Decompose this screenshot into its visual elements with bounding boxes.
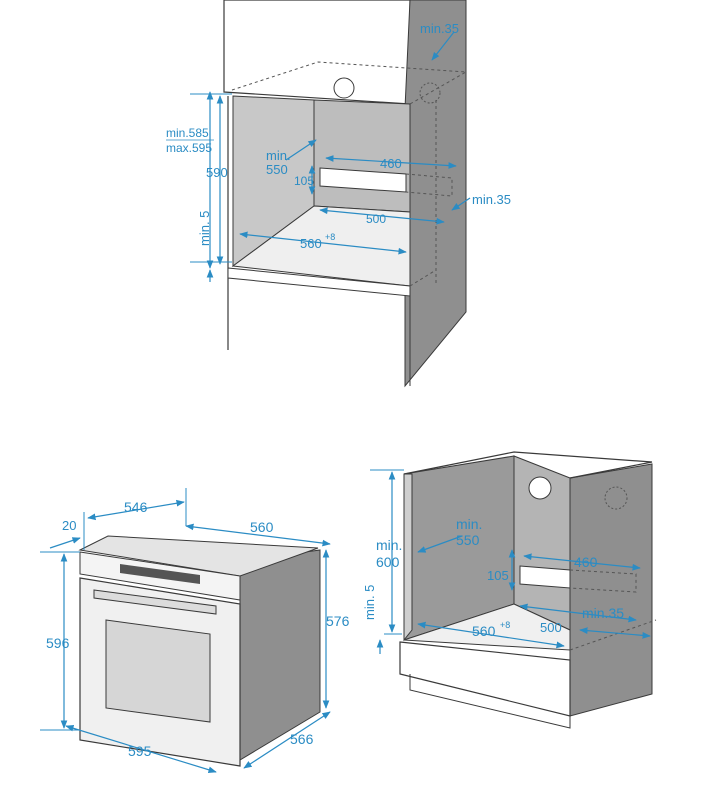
vent-height-label: 105 — [294, 174, 314, 188]
oven-window — [105, 619, 211, 723]
display — [120, 564, 200, 584]
front-offset-label: 20 — [62, 518, 76, 533]
min5-label: min. 5 — [197, 211, 212, 246]
depth-top-label: 560 — [250, 519, 274, 535]
oven-side-body — [239, 549, 321, 761]
depth-body-label: 546 — [124, 499, 148, 515]
cabinet-width-label: 560 — [472, 623, 496, 639]
height-range-max-label: max.595 — [166, 141, 212, 155]
cabinet-min5-label: min. 5 — [362, 585, 377, 620]
oven-dimension-diagram: 546 20 560 596 576 595 566 — [40, 488, 350, 773]
cable-hole-icon — [419, 82, 441, 104]
cabinet-min35-label: min.35 — [582, 605, 624, 621]
cabinet-depth-label: 550 — [456, 532, 480, 548]
cabinet-height-min-label: min. — [376, 537, 402, 553]
cable-hole-icon — [528, 476, 552, 500]
cabinet-vent-slot — [519, 565, 571, 589]
vent-depth-label: 500 — [366, 212, 386, 226]
width-tolerance-label: +8 — [325, 232, 335, 242]
min35-side-label: min.35 — [472, 192, 511, 207]
column-niche-diagram: min.35 min.585 max.595 590 min. 550 460 … — [166, 0, 511, 388]
cabinet-width-tolerance-label: +8 — [500, 620, 510, 630]
cabinet-plinth — [399, 641, 571, 717]
height-label: 590 — [206, 165, 228, 180]
oven-total-depth-label: 566 — [290, 731, 314, 747]
cable-hole-icon — [604, 486, 628, 510]
oven-body-height-label: 576 — [326, 613, 350, 629]
cabinet-interior-side — [403, 473, 413, 642]
oven-width-label: 595 — [128, 743, 152, 759]
cabinet-height-label: 600 — [376, 554, 400, 570]
height-range-min-label: min.585 — [166, 126, 209, 140]
cabinet-vent-depth-label: 500 — [540, 620, 562, 635]
oven-height-label: 596 — [46, 635, 70, 651]
depth-min-label: min. — [266, 148, 291, 163]
cabinet-depth-min-label: min. — [456, 516, 482, 532]
cable-hole-icon — [333, 77, 355, 99]
cabinet-vent-height-label: 105 — [487, 568, 509, 583]
width-label: 560 — [300, 236, 322, 251]
vent-width-label: 460 — [380, 156, 402, 171]
cabinet-vent-width-label: 460 — [574, 554, 598, 570]
depth-label: 550 — [266, 162, 288, 177]
min35-top-label: min.35 — [420, 21, 459, 36]
cabinet-niche-diagram: min. 550 min. 600 460 105 min. 5 560 +8 … — [362, 451, 657, 729]
oven-handle — [93, 589, 217, 615]
upper-cabinet — [223, 0, 411, 105]
